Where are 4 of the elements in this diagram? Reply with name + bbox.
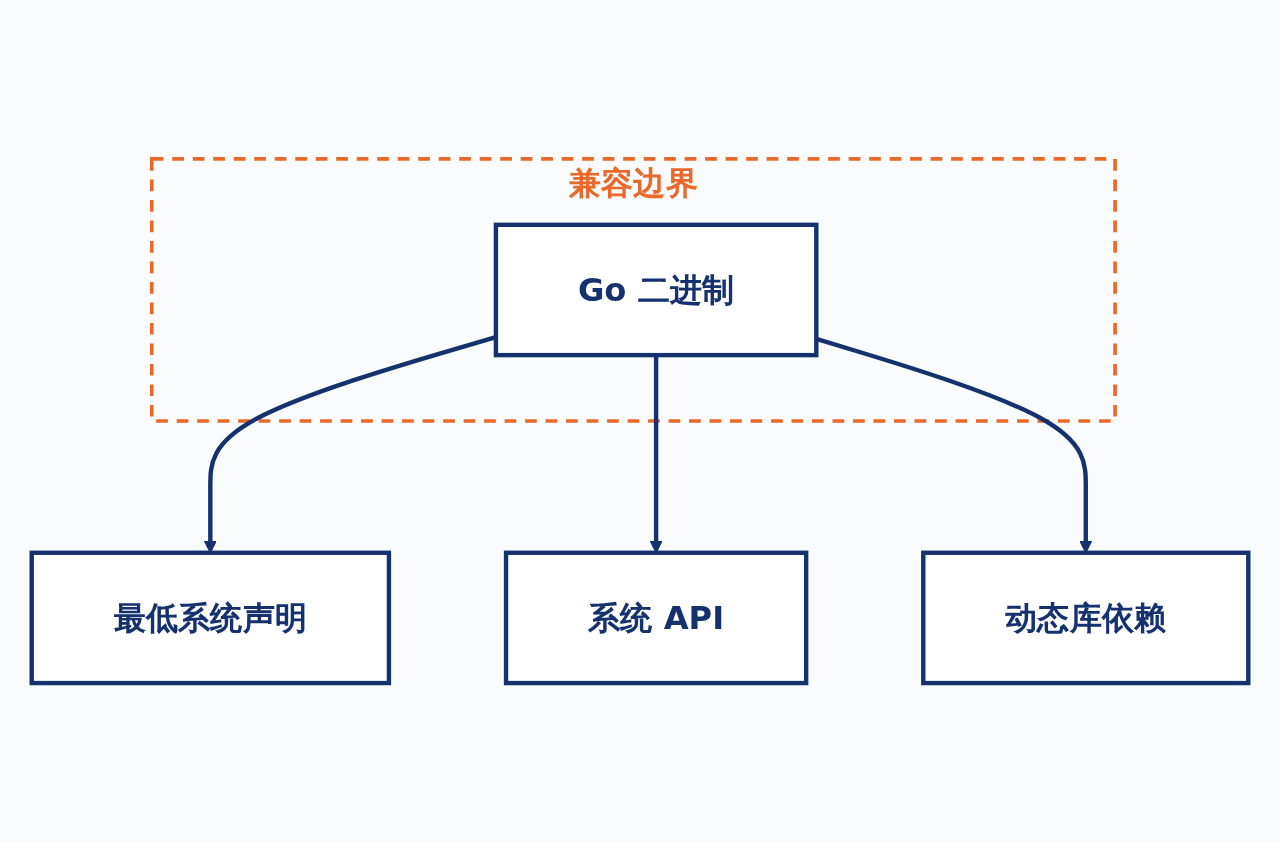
node-box: Go 二进制 [493,222,819,358]
node-box: 动态库依赖 [921,550,1251,686]
node-box: 系统 API [503,550,809,686]
node-box: 最低系统声明 [29,550,392,686]
